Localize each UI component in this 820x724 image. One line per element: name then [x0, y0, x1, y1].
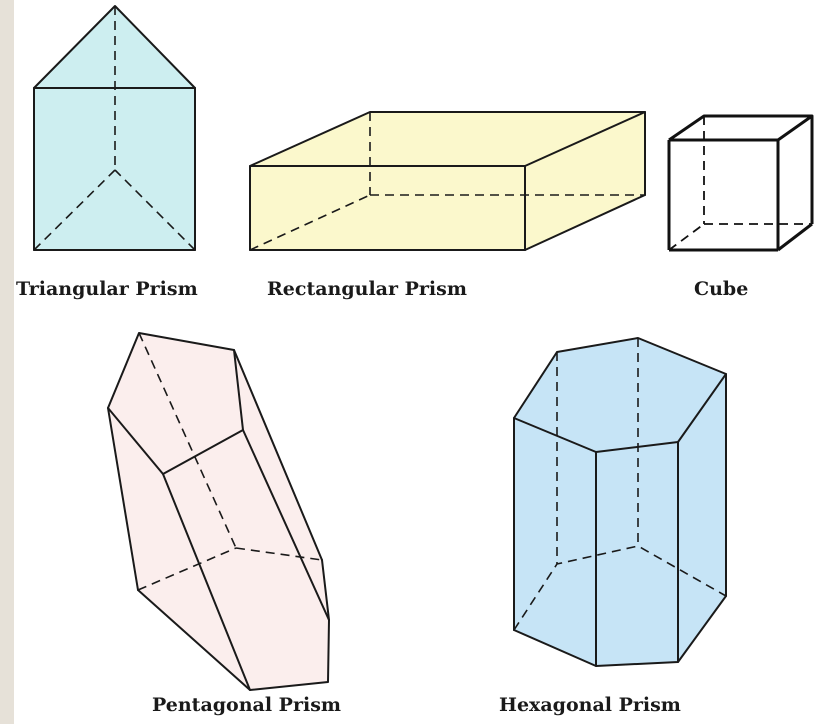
cube: [667, 114, 814, 252]
pentagonal-hidden-edge: [138, 332, 237, 549]
hexagonal-bottom-visible: [513, 595, 727, 667]
rectangular-prism-faces: [250, 112, 645, 250]
cube-bottom-right-edge: [777, 222, 813, 252]
pentagonal-prism: [107, 332, 330, 691]
hexagonal-prism-faces: [514, 338, 726, 666]
rectangular-bottom-right-edge: [524, 194, 646, 251]
pentagonal-edge-2: [162, 473, 251, 691]
rectangular-hidden-left-bottom: [249, 194, 371, 251]
hexagonal-hidden-bottom: [513, 545, 727, 631]
triangular-hidden-right: [114, 169, 196, 251]
cube-hidden-left-bottom: [668, 223, 705, 251]
pentagonal-hidden-bottom-left: [137, 547, 237, 591]
pentagonal-edge-3: [242, 429, 330, 621]
triangular-prism-label: Triangular Prism: [16, 278, 198, 300]
pentagonal-top-face: [107, 332, 244, 475]
pentagonal-edge-1: [107, 407, 139, 591]
pentagonal-prism-label: Pentagonal Prism: [152, 694, 341, 716]
pentagonal-prism-faces: [108, 333, 329, 690]
prism-diagram: Triangular Prism Rectangular Prism Cube …: [14, 0, 820, 724]
rectangular-prism: [249, 111, 646, 251]
hexagonal-prism-label: Hexagonal Prism: [499, 694, 681, 716]
triangular-prism: [33, 5, 196, 251]
cube-faces: [669, 116, 812, 250]
pentagonal-bottom-visible: [137, 559, 330, 691]
prism-figure: [33, 5, 814, 691]
triangular-hidden-left: [33, 169, 116, 251]
cube-label: Cube: [694, 278, 749, 300]
pentagonal-edge-4: [233, 349, 323, 561]
hexagonal-prism: [513, 337, 727, 667]
rectangular-prism-label: Rectangular Prism: [267, 278, 467, 300]
